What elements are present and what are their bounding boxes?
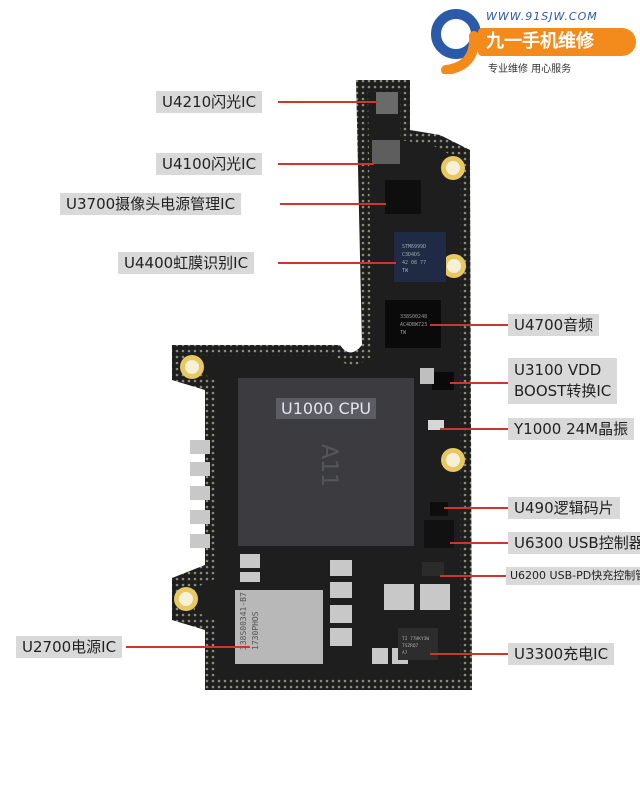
u4400-marking-4: TW <box>402 268 409 274</box>
leader-u4210 <box>278 101 378 103</box>
u3300-marking-2: TSZRQ7 <box>402 643 419 649</box>
label-u4100: U4100闪光IC <box>156 153 263 175</box>
leader-u3100 <box>450 382 508 384</box>
label-u4210: U4210闪光IC <box>156 91 263 113</box>
label-u2700: U2700电源IC <box>16 636 123 658</box>
label-u4700: U4700音频 <box>508 314 600 336</box>
u3100-chip <box>432 372 454 390</box>
u4400-marking-1: STM6999D <box>402 244 426 250</box>
label-y1000: Y1000 24M晶振 <box>508 418 635 440</box>
leader-u4400 <box>278 262 396 264</box>
u4400-chip <box>394 232 446 282</box>
u4100-chip <box>372 140 400 164</box>
label-u3100-line2: BOOST转换IC <box>514 382 612 400</box>
cpu-label: U1000 CPU <box>276 398 377 419</box>
u3300-marking-3: A7 <box>402 650 408 656</box>
cpu-a11-mark: A11 <box>316 444 341 487</box>
u4400-marking-3: 42 08 77 <box>402 260 426 266</box>
u4210-chip <box>376 92 398 114</box>
u4400-marking-2: C3D4DS <box>402 252 420 258</box>
u4700-marking-2: AC4DBW723 <box>400 322 427 328</box>
logo-url: WWW.91SJW.COM <box>486 10 598 23</box>
leader-u490 <box>444 507 508 509</box>
label-u3100: U3100 VDD BOOST转换IC <box>508 358 618 404</box>
u490-chip <box>430 502 448 516</box>
u3100-inductor <box>420 368 434 384</box>
leader-u4700 <box>430 324 508 326</box>
u2700-marking-2: 1730PHOS <box>251 611 260 650</box>
leader-u6200 <box>440 575 506 577</box>
label-u3100-line1: U3100 VDD <box>514 361 602 379</box>
label-u6300: U6300 USB控制器 <box>508 532 640 554</box>
leader-u3300 <box>430 653 508 655</box>
logo-brand-name: 九一手机维修 <box>478 28 636 56</box>
leader-u2700 <box>126 646 250 648</box>
u4700-marking-1: 338S00248 <box>400 314 427 320</box>
leader-u3700 <box>280 203 386 205</box>
label-u6200: U6200 USB-PD快充控制管 <box>506 567 640 585</box>
leader-u4100 <box>278 163 374 165</box>
u3300-marking-1: TI 77HKY3W <box>402 636 429 642</box>
u3700-chip <box>385 180 421 214</box>
u4700-marking-3: TW <box>400 330 407 336</box>
leader-u6300 <box>450 542 508 544</box>
label-u3300: U3300充电IC <box>508 643 615 665</box>
u6200-chip <box>422 562 444 576</box>
y1000-crystal <box>428 420 444 430</box>
screw-holes <box>174 156 466 611</box>
label-u490: U490逻辑码片 <box>508 497 620 519</box>
label-u4400: U4400虹膜识别IC <box>118 252 255 274</box>
label-u3700: U3700摄像头电源管理IC <box>60 193 242 215</box>
u6300-chip <box>424 520 454 548</box>
logo-nine-icon <box>431 9 481 74</box>
u2700-marking-1: 338S00341-B7 <box>239 592 248 650</box>
u2700-chip <box>235 590 323 664</box>
logo-slogan: 专业维修 用心服务 <box>488 64 572 75</box>
leader-y1000 <box>440 428 508 430</box>
brand-logo: WWW.91SJW.COM 九一手机维修 专业维修 用心服务 <box>428 6 636 76</box>
